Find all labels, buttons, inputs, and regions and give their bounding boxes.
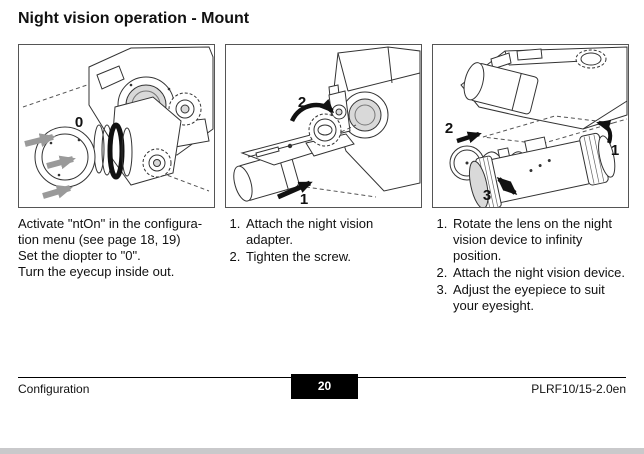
page-number-badge: 20 — [291, 374, 358, 399]
rotate-arrow-icon — [289, 98, 335, 123]
panel-1-caption-text: Activate "ntOn" in the configura- tion m… — [18, 216, 203, 279]
panel-3-illustration: 2 1 3 — [445, 46, 628, 207]
diagram-label-step2: 2 — [445, 120, 453, 137]
attach-arrow-icon — [456, 131, 482, 144]
panel-3-frame: 2 1 3 — [432, 44, 629, 208]
gray-arrow-icon — [46, 155, 76, 170]
panel-2-steps: Attach the night vision adapter.Tighten … — [225, 216, 422, 265]
diagram-label-step1: 1 — [300, 191, 308, 207]
diagram-label-zero: 0 — [75, 114, 83, 131]
guide-dashed-line — [321, 124, 357, 142]
panel-3-caption: Rotate the lens on the night vision devi… — [432, 216, 629, 315]
attach-arrow-icon — [276, 180, 313, 200]
instruction-item: Attach the night vision adapter. — [244, 216, 422, 248]
gray-arrow-icon — [24, 133, 56, 147]
rotate-arrow-icon — [596, 120, 613, 144]
rangefinder-body — [328, 46, 421, 192]
panel-3-steps: Rotate the lens on the night vision devi… — [432, 216, 629, 314]
guide-dashed-line — [134, 162, 210, 192]
instruction-item: Attach the night vision device. — [451, 265, 629, 281]
panel-2-caption: Attach the night vision adapter.Tighten … — [225, 216, 422, 315]
panel-1-illustration: 0 — [22, 46, 214, 199]
focus-double-arrow-icon — [496, 177, 518, 195]
instruction-captions: Activate "ntOn" in the configura- tion m… — [18, 216, 629, 315]
page-title: Night vision operation - Mount — [18, 10, 250, 27]
viewer-bottom-edge — [0, 448, 644, 454]
diagram-label-step3: 3 — [483, 187, 491, 204]
diagram-label-step1: 1 — [611, 142, 619, 159]
footer-section-label: Configuration — [18, 382, 90, 396]
guide-dashed-line — [22, 84, 88, 108]
panel-1-caption: Activate "ntOn" in the configura- tion m… — [18, 216, 215, 315]
diagram-label-step2: 2 — [298, 94, 306, 111]
gray-push-arrows — [24, 133, 76, 199]
objective-barrel — [463, 62, 539, 115]
footer-doc-code: PLRF10/15-2.0en — [531, 382, 626, 396]
panel-2-frame: 2 1 — [225, 44, 422, 208]
instruction-item: Adjust the eyepiece to suit your eyesigh… — [451, 282, 629, 314]
instruction-item: Tighten the screw. — [244, 249, 422, 265]
panel-1-frame: 0 — [18, 44, 215, 208]
guide-dashed-line — [612, 118, 628, 124]
instruction-item: Rotate the lens on the night vision devi… — [451, 216, 629, 264]
panel-2-illustration: 2 1 — [233, 46, 421, 207]
night-vision-adapter — [233, 113, 355, 202]
illustration-panels: 0 — [18, 44, 629, 208]
rangefinder-body — [460, 46, 628, 130]
gray-arrow-icon — [42, 184, 73, 199]
